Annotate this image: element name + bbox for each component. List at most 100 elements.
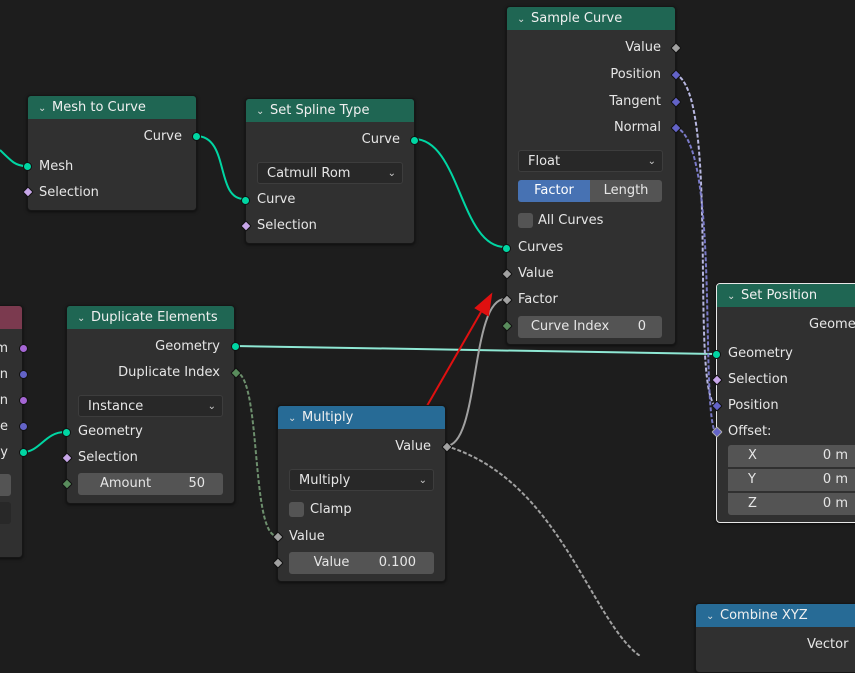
partial-node-left[interactable]: m n n e y <box>0 305 28 558</box>
input-geometry-socket[interactable] <box>712 350 721 359</box>
mode-length-button[interactable]: Length <box>590 180 662 202</box>
input-value-socket[interactable] <box>501 268 513 280</box>
node-header[interactable]: ⌄Multiply <box>278 406 445 429</box>
chevron-down-icon[interactable]: ⌄ <box>38 103 47 114</box>
chevron-down-icon: ⌄ <box>387 168 396 179</box>
mode-factor-button[interactable]: Factor <box>518 180 590 202</box>
input-mesh-socket[interactable] <box>23 162 32 171</box>
offset-z-field[interactable]: Z 0 m <box>728 493 855 515</box>
partial-socket-4[interactable] <box>19 422 28 431</box>
clamp-label: Clamp <box>310 502 352 517</box>
input-factor-socket[interactable] <box>501 294 513 306</box>
link-dup-geo-to-setpos <box>234 345 716 355</box>
input-value-label: Value <box>518 266 554 281</box>
output-curve-socket[interactable] <box>192 132 201 141</box>
output-geometry-socket[interactable] <box>231 342 240 351</box>
node-title: Duplicate Elements <box>91 310 218 325</box>
node-set-position[interactable]: ⌄Set Position Geome Geometry Selection P… <box>711 283 855 523</box>
partial-field-2[interactable] <box>0 502 11 524</box>
input-curve-socket[interactable] <box>241 196 250 205</box>
input-value-label: Value <box>289 529 325 544</box>
link-multiply-to-factor <box>445 298 506 447</box>
node-header[interactable]: ⌄ Duplicate Elements <box>67 306 234 329</box>
output-curve-socket[interactable] <box>410 136 419 145</box>
input-selection-socket[interactable] <box>240 220 252 232</box>
output-curve-label: Curve <box>361 132 400 147</box>
input-selection-label: Selection <box>78 450 138 465</box>
output-value-label: Value <box>625 40 661 55</box>
chevron-down-icon: ⌄ <box>418 475 427 486</box>
offset-x-field[interactable]: X 0 m <box>728 445 855 467</box>
operation-dropdown[interactable]: Multiply⌄ <box>289 469 434 491</box>
chevron-down-icon: ⌄ <box>647 156 656 167</box>
offset-y-field[interactable]: Y 0 m <box>728 469 855 491</box>
domain-dropdown[interactable]: Instance⌄ <box>78 395 223 417</box>
input-position-socket[interactable] <box>711 400 723 412</box>
input-mesh-label: Mesh <box>39 159 74 174</box>
output-value-label: Value <box>395 439 431 454</box>
input-geometry-label: Geometry <box>728 346 793 361</box>
partial-row-3: n <box>0 393 8 408</box>
node-title: Combine XYZ <box>720 608 808 623</box>
partial-node-header <box>0 306 22 329</box>
node-header[interactable]: ⌄ Combine XYZ <box>696 604 855 627</box>
input-selection-socket[interactable] <box>61 452 73 464</box>
partial-socket-2[interactable] <box>19 370 28 379</box>
node-set-spline-type[interactable]: ⌄Set Spline Type Curve Catmull Rom⌄ Curv… <box>240 98 419 244</box>
output-position-socket[interactable] <box>670 69 682 81</box>
input-offset-label: Offset: <box>728 424 772 439</box>
chevron-down-icon[interactable]: ⌄ <box>77 313 86 324</box>
value-field-value: 0.100 <box>378 555 416 570</box>
output-tangent-socket[interactable] <box>670 96 682 108</box>
partial-socket-1[interactable] <box>19 344 28 353</box>
partial-field-1[interactable] <box>0 474 11 496</box>
output-value-socket[interactable] <box>441 441 453 453</box>
link-left-to-mesh <box>0 149 27 167</box>
node-header[interactable]: ⌄Sample Curve <box>507 7 675 30</box>
output-duplicate-index-socket[interactable] <box>230 367 242 379</box>
data-type-dropdown[interactable]: Float ⌄ <box>518 150 663 172</box>
data-type-value: Float <box>528 154 561 169</box>
partial-row-2: n <box>0 367 8 382</box>
chevron-down-icon[interactable]: ⌄ <box>727 291 736 302</box>
input-curves-socket[interactable] <box>502 244 511 253</box>
mode-toggle[interactable]: Factor Length <box>518 180 662 202</box>
chevron-down-icon[interactable]: ⌄ <box>256 106 265 117</box>
input-selection-socket[interactable] <box>22 186 34 198</box>
chevron-down-icon[interactable]: ⌄ <box>706 611 715 622</box>
link-multiply-to-combine <box>445 445 641 656</box>
node-multiply[interactable]: ⌄Multiply Value Multiply⌄ Clamp Value Va… <box>272 405 453 582</box>
value-field[interactable]: Value 0.100 <box>289 552 434 574</box>
input-value-socket[interactable] <box>272 531 284 543</box>
chevron-down-icon[interactable]: ⌄ <box>288 413 297 424</box>
input-selection-label: Selection <box>257 218 317 233</box>
spline-type-dropdown[interactable]: Catmull Rom ⌄ <box>257 162 403 184</box>
amount-field[interactable]: Amount 50 <box>78 473 223 495</box>
node-combine-xyz[interactable]: ⌄Combine XYZ Vector <box>695 603 855 673</box>
node-header[interactable]: ⌄Set Spline Type <box>246 99 414 122</box>
node-mesh-to-curve[interactable]: ⌄Mesh to Curve Curve Mesh Selection <box>22 95 201 211</box>
partial-socket-3[interactable] <box>19 396 28 405</box>
input-curve-index-socket[interactable] <box>501 320 513 332</box>
input-selection-socket[interactable] <box>711 374 723 386</box>
curve-index-field[interactable]: Curve Index 0 <box>518 316 662 338</box>
input-value2-socket[interactable] <box>272 557 284 569</box>
input-selection-label: Selection <box>728 372 788 387</box>
offset-x-value: 0 m <box>822 448 848 463</box>
clamp-checkbox[interactable] <box>289 502 304 517</box>
input-geometry-socket[interactable] <box>62 428 71 437</box>
all-curves-label: All Curves <box>538 213 604 228</box>
input-offset-socket[interactable] <box>711 426 723 438</box>
output-value-socket[interactable] <box>670 42 682 54</box>
input-amount-socket[interactable] <box>61 478 73 490</box>
node-header[interactable]: ⌄Set Position <box>717 284 855 307</box>
spline-type-value: Catmull Rom <box>267 166 351 181</box>
node-duplicate-elements[interactable]: ⌄Duplicate Elements Geometry Duplicate I… <box>61 305 242 504</box>
chevron-down-icon[interactable]: ⌄ <box>517 14 526 25</box>
all-curves-checkbox[interactable] <box>518 213 533 228</box>
node-header[interactable]: ⌄Mesh to Curve <box>28 96 196 119</box>
curve-index-value: 0 <box>637 319 646 334</box>
partial-socket-5[interactable] <box>19 448 28 457</box>
output-normal-socket[interactable] <box>670 122 682 134</box>
node-sample-curve[interactable]: ⌄Sample Curve Value Position Tangent Nor… <box>501 6 682 345</box>
